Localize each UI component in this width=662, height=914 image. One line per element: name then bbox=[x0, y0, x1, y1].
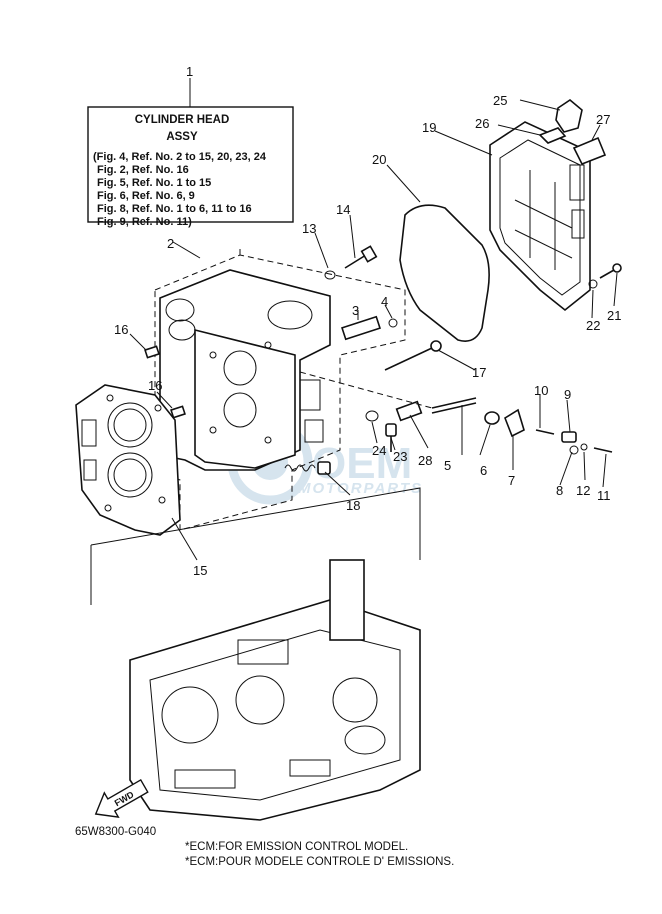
callout-1: 1 bbox=[186, 64, 193, 79]
info-box-line: Fig. 9, Ref. No. 11) bbox=[97, 216, 192, 228]
callout-2: 2 bbox=[167, 236, 174, 251]
callout-13: 13 bbox=[302, 221, 316, 236]
callout-22: 22 bbox=[586, 318, 600, 333]
callouts: 1 2 3 4 5 6 7 8 9 10 11 12 13 14 15 16 1… bbox=[114, 64, 621, 578]
ecm-note-fr: *ECM:POUR MODELE CONTROLE D' EMISSIONS. bbox=[185, 856, 454, 868]
info-box-title: CYLINDER HEAD bbox=[135, 114, 230, 126]
fwd-arrow-icon: FWD bbox=[94, 778, 149, 819]
part-24 bbox=[365, 410, 379, 422]
part-7 bbox=[504, 408, 525, 438]
callout-10: 10 bbox=[534, 383, 548, 398]
cover-gasket bbox=[399, 204, 490, 342]
part-3 bbox=[341, 315, 398, 341]
callout-24: 24 bbox=[372, 443, 386, 458]
part-8-12 bbox=[569, 443, 588, 455]
rod-5 bbox=[431, 397, 477, 414]
leader-lines bbox=[129, 130, 618, 561]
part-10 bbox=[535, 429, 555, 435]
bolt-11 bbox=[593, 447, 613, 453]
callout-15: 15 bbox=[193, 563, 207, 578]
filler-cap bbox=[519, 99, 583, 133]
callout-14: 14 bbox=[336, 202, 350, 217]
callout-9: 9 bbox=[564, 387, 571, 402]
callout-12: 12 bbox=[576, 483, 590, 498]
info-box-line: Fig. 5, Ref. No. 1 to 15 bbox=[97, 177, 211, 189]
callout-20: 20 bbox=[372, 152, 386, 167]
bolt-21 bbox=[588, 263, 622, 289]
head-gasket bbox=[75, 384, 181, 536]
callout-27: 27 bbox=[596, 112, 610, 127]
callout-8: 8 bbox=[556, 483, 563, 498]
callout-16b: 16 bbox=[148, 378, 162, 393]
part-27 bbox=[572, 124, 607, 166]
callout-18: 18 bbox=[346, 498, 360, 513]
callout-19: 19 bbox=[422, 120, 436, 135]
info-box: CYLINDER HEAD ASSY (Fig. 4, Ref. No. 2 t… bbox=[87, 78, 294, 228]
callout-25: 25 bbox=[493, 93, 507, 108]
part-9 bbox=[561, 431, 577, 443]
leader-dashed bbox=[299, 371, 433, 409]
info-box-subtitle: ASSY bbox=[166, 131, 198, 143]
callout-5: 5 bbox=[444, 458, 451, 473]
callout-23: 23 bbox=[393, 449, 407, 464]
callout-6: 6 bbox=[480, 463, 487, 478]
engine-block bbox=[90, 487, 421, 821]
drawing-code: 65W8300-G040 bbox=[75, 826, 156, 838]
bolt-17 bbox=[384, 340, 442, 371]
callout-26: 26 bbox=[475, 116, 489, 131]
plug-14 bbox=[324, 245, 378, 280]
callout-11: 11 bbox=[597, 488, 611, 503]
cylinder-head bbox=[159, 269, 331, 471]
callout-16a: 16 bbox=[114, 322, 128, 337]
info-box-line: (Fig. 4, Ref. No. 2 to 15, 20, 23, 24 bbox=[93, 151, 267, 163]
info-box-line: Fig. 6, Ref. No. 6, 9 bbox=[97, 190, 195, 202]
dowel-16a bbox=[144, 345, 160, 359]
dowel-16b bbox=[170, 405, 186, 419]
callout-17: 17 bbox=[472, 365, 486, 380]
callout-21: 21 bbox=[607, 308, 621, 323]
callout-7: 7 bbox=[508, 473, 515, 488]
ecm-note-en: *ECM:FOR EMISSION CONTROL MODEL. bbox=[185, 841, 408, 853]
callout-28: 28 bbox=[418, 453, 432, 468]
info-box-line: Fig. 2, Ref. No. 16 bbox=[97, 164, 189, 176]
watermark-sub: MOTORPARTS bbox=[298, 480, 423, 497]
callout-4: 4 bbox=[381, 294, 388, 309]
part-6 bbox=[484, 411, 500, 425]
callout-3: 3 bbox=[352, 303, 359, 318]
info-box-line: Fig. 8, Ref. No. 1 to 6, 11 to 16 bbox=[97, 203, 252, 215]
part-18 bbox=[284, 461, 331, 475]
part-26 bbox=[497, 124, 567, 144]
